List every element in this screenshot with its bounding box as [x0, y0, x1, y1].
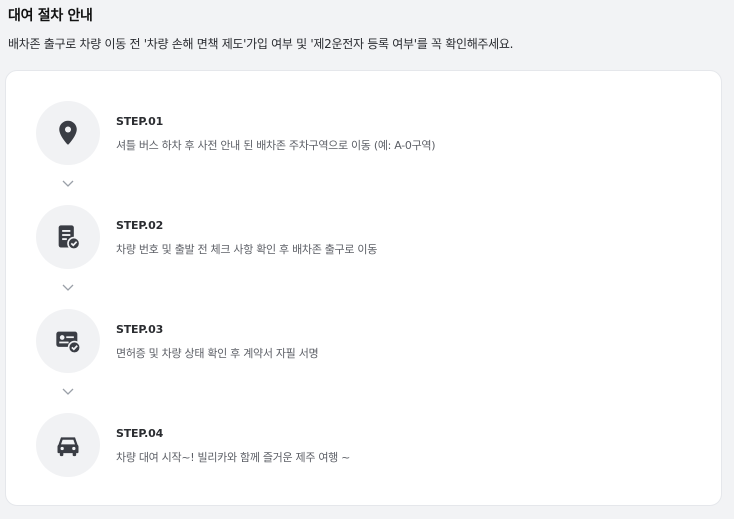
step-1: STEP.01 셔틀 버스 하차 후 사전 안내 된 배차존 주차구역으로 이동…: [36, 101, 676, 165]
step-2-circle: [36, 205, 100, 269]
step-3: STEP.03 면허증 및 차량 상태 확인 후 계약서 자필 서명: [36, 309, 676, 373]
location-pin-icon: [59, 120, 77, 145]
step-3-label: STEP.03: [116, 323, 164, 336]
chevron-down-icon: [62, 284, 74, 291]
step-2-description: 차량 번호 및 출발 전 체크 사항 확인 후 배차존 출구로 이동: [116, 243, 378, 256]
rental-steps-card: STEP.01 셔틀 버스 하차 후 사전 안내 된 배차존 주차구역으로 이동…: [5, 70, 722, 506]
chevron-down-icon: [62, 388, 74, 395]
page-title: 대여 절차 안내: [8, 8, 93, 24]
step-2: STEP.02 차량 번호 및 출발 전 체크 사항 확인 후 배차존 출구로 …: [36, 205, 676, 269]
step-3-circle: [36, 309, 100, 373]
step-4-description: 차량 대여 시작~! 빌리카와 함께 즐거운 제주 여행 ~: [116, 451, 351, 464]
step-4-label: STEP.04: [116, 427, 164, 440]
step-4: STEP.04 차량 대여 시작~! 빌리카와 함께 즐거운 제주 여행 ~: [36, 413, 676, 477]
step-2-label: STEP.02: [116, 219, 164, 232]
step-1-label: STEP.01: [116, 115, 164, 128]
id-card-check-icon: [56, 331, 82, 355]
step-3-description: 면허증 및 차량 상태 확인 후 계약서 자필 서명: [116, 347, 319, 360]
car-icon: [57, 437, 79, 457]
step-1-circle: [36, 101, 100, 165]
step-4-circle: [36, 413, 100, 477]
checklist-icon: [58, 225, 81, 251]
chevron-down-icon: [62, 180, 74, 187]
page-subtitle: 배차존 출구로 차량 이동 전 '차량 손해 면책 제도'가입 여부 및 '제2…: [8, 37, 514, 51]
step-1-description: 셔틀 버스 하차 후 사전 안내 된 배차존 주차구역으로 이동 (예: A-0…: [116, 139, 436, 152]
